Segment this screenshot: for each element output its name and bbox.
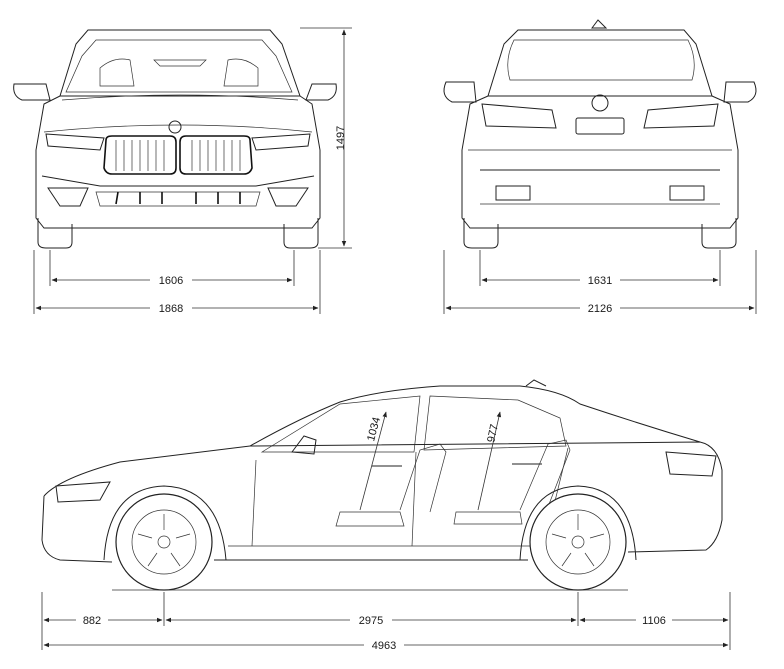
rear-overhang-label: 1106: [642, 615, 666, 627]
front-track-label: 1606: [159, 275, 183, 287]
rear-width-label: 2126: [588, 303, 612, 315]
front-view: [13, 29, 337, 249]
front-height-label: 1497: [335, 126, 347, 150]
dimension-lines: [33, 27, 757, 650]
front-overhang-label: 882: [83, 615, 101, 627]
front-headroom-label: 1034: [365, 416, 383, 443]
side-view: [41, 379, 723, 591]
rear-track-label: 1631: [588, 275, 612, 287]
length-label: 4963: [372, 640, 396, 652]
wheelbase-label: 2975: [359, 615, 383, 627]
rear-headroom-label: 977: [485, 423, 501, 443]
rear-view: [443, 19, 757, 249]
front-width-label: 1868: [159, 303, 183, 315]
